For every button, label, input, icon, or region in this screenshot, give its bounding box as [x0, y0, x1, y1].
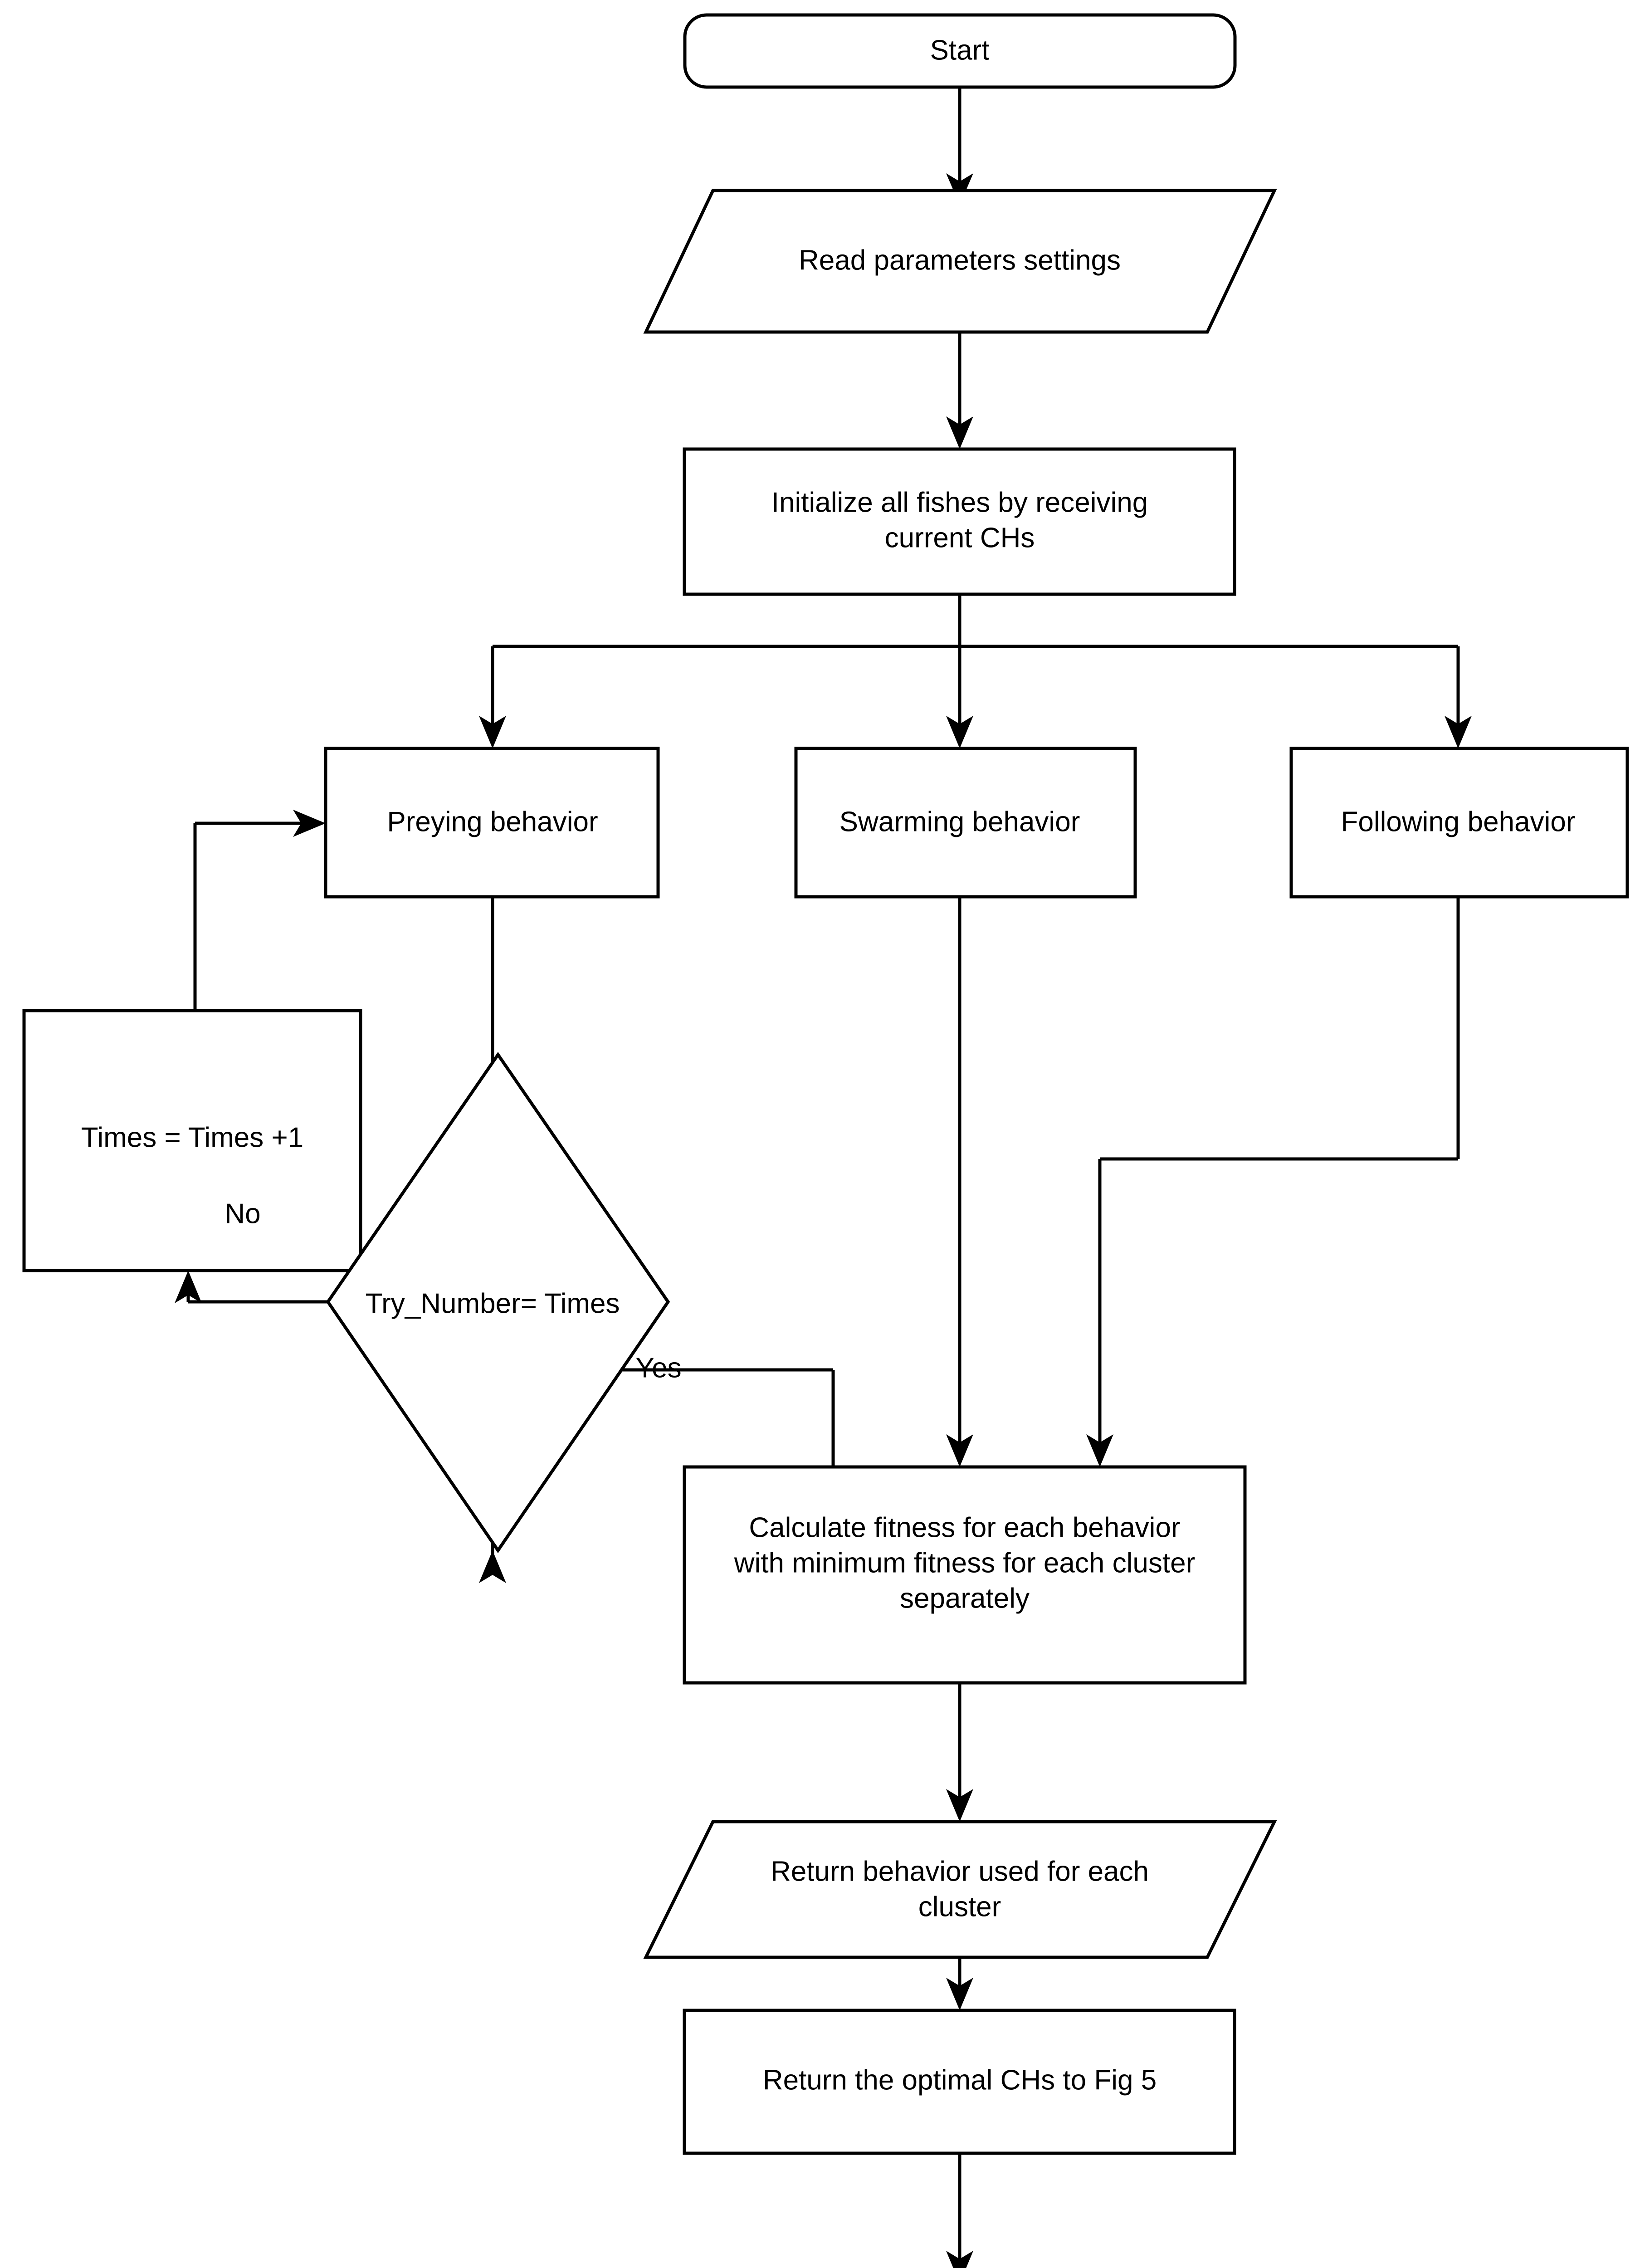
arrowhead-icon [946, 2251, 973, 2268]
edge-return-chs-to-stop [946, 2153, 973, 2268]
node-return-behavior[interactable]: Return behavior used for each cluster [643, 1820, 1277, 1959]
read-params-io-shape [643, 189, 1277, 334]
node-calculate[interactable]: Calculate fitness for each behavior with… [683, 1465, 1247, 1685]
edge-times-to-preying [193, 810, 326, 1011]
return-behavior-label-line2: cluster [918, 1891, 1001, 1922]
following-process-shape [1289, 747, 1629, 899]
edge-label-no: No [225, 1198, 260, 1229]
preying-process-shape [324, 747, 660, 899]
decision-diamond-shape [326, 1051, 670, 1554]
arrowhead-icon [946, 1434, 973, 1467]
times-increment-process-shape [22, 1009, 362, 1272]
swarming-label: Swarming behavior [839, 806, 1080, 837]
arrowhead-icon [946, 716, 973, 748]
edge-following-to-calculate [1086, 897, 1460, 1467]
calculate-label-line1: Calculate fitness for each behavior [749, 1512, 1180, 1543]
node-start[interactable]: Start [683, 13, 1237, 89]
return-behavior-io-shape [643, 1820, 1277, 1959]
edge-label-yes: Yes [635, 1352, 681, 1383]
arrowhead-icon [946, 416, 973, 449]
node-initialize[interactable]: Initialize all fishes by receiving curre… [683, 447, 1236, 596]
arrowhead-icon [479, 1550, 506, 1583]
initialize-label-line1: Initialize all fishes by receiving [771, 487, 1148, 518]
arrowhead-icon [1445, 716, 1472, 748]
node-times-increment[interactable]: Times = Times +1 [22, 1009, 362, 1272]
arrowhead-icon [479, 716, 506, 748]
following-label: Following behavior [1341, 806, 1576, 837]
edge-swarming-to-calculate [946, 897, 973, 1467]
node-following[interactable]: Following behavior [1289, 747, 1629, 899]
calculate-label-line3: separately [900, 1583, 1030, 1614]
start-label: Start [930, 34, 990, 66]
start-terminator-shape [683, 13, 1237, 89]
edge-initialize-to-behaviors [479, 594, 1472, 748]
node-swarming[interactable]: Swarming behavior [794, 747, 1137, 899]
node-preying[interactable]: Preying behavior [324, 747, 660, 899]
swarming-process-shape [794, 747, 1137, 899]
return-chs-label: Return the optimal CHs to Fig 5 [763, 2064, 1157, 2096]
edge-return-behavior-to-return-chs [946, 1957, 973, 2010]
edge-start-to-read-params [946, 87, 973, 205]
node-return-chs[interactable]: Return the optimal CHs to Fig 5 [683, 2009, 1236, 2155]
arrowhead-icon [946, 1978, 973, 2010]
return-chs-process-shape [683, 2009, 1236, 2155]
arrowhead-icon [1086, 1434, 1113, 1467]
decision-label: Try_Number= Times [366, 1288, 620, 1319]
read-params-label: Read parameters settings [799, 244, 1121, 276]
calculate-label-line2: with minimum fitness for each cluster [734, 1547, 1195, 1579]
initialize-label-line2: current CHs [885, 522, 1035, 553]
calculate-process-shape [683, 1465, 1247, 1685]
edge-read-params-to-initialize [946, 332, 973, 449]
return-behavior-label-line1: Return behavior used for each [771, 1856, 1149, 1887]
initialize-process-shape [683, 447, 1236, 596]
times-increment-label: Times = Times +1 [81, 1122, 303, 1153]
arrowhead-icon [175, 1271, 202, 1303]
arrowhead-icon [293, 810, 326, 837]
arrowhead-icon [946, 1789, 973, 1822]
edge-calculate-to-return-behavior [946, 1683, 973, 1822]
node-decision[interactable]: Try_Number= Times [326, 1051, 670, 1554]
preying-label: Preying behavior [387, 806, 598, 837]
edge-decision-no-to-times [175, 1271, 328, 1304]
node-read-params[interactable]: Read parameters settings [643, 189, 1277, 334]
